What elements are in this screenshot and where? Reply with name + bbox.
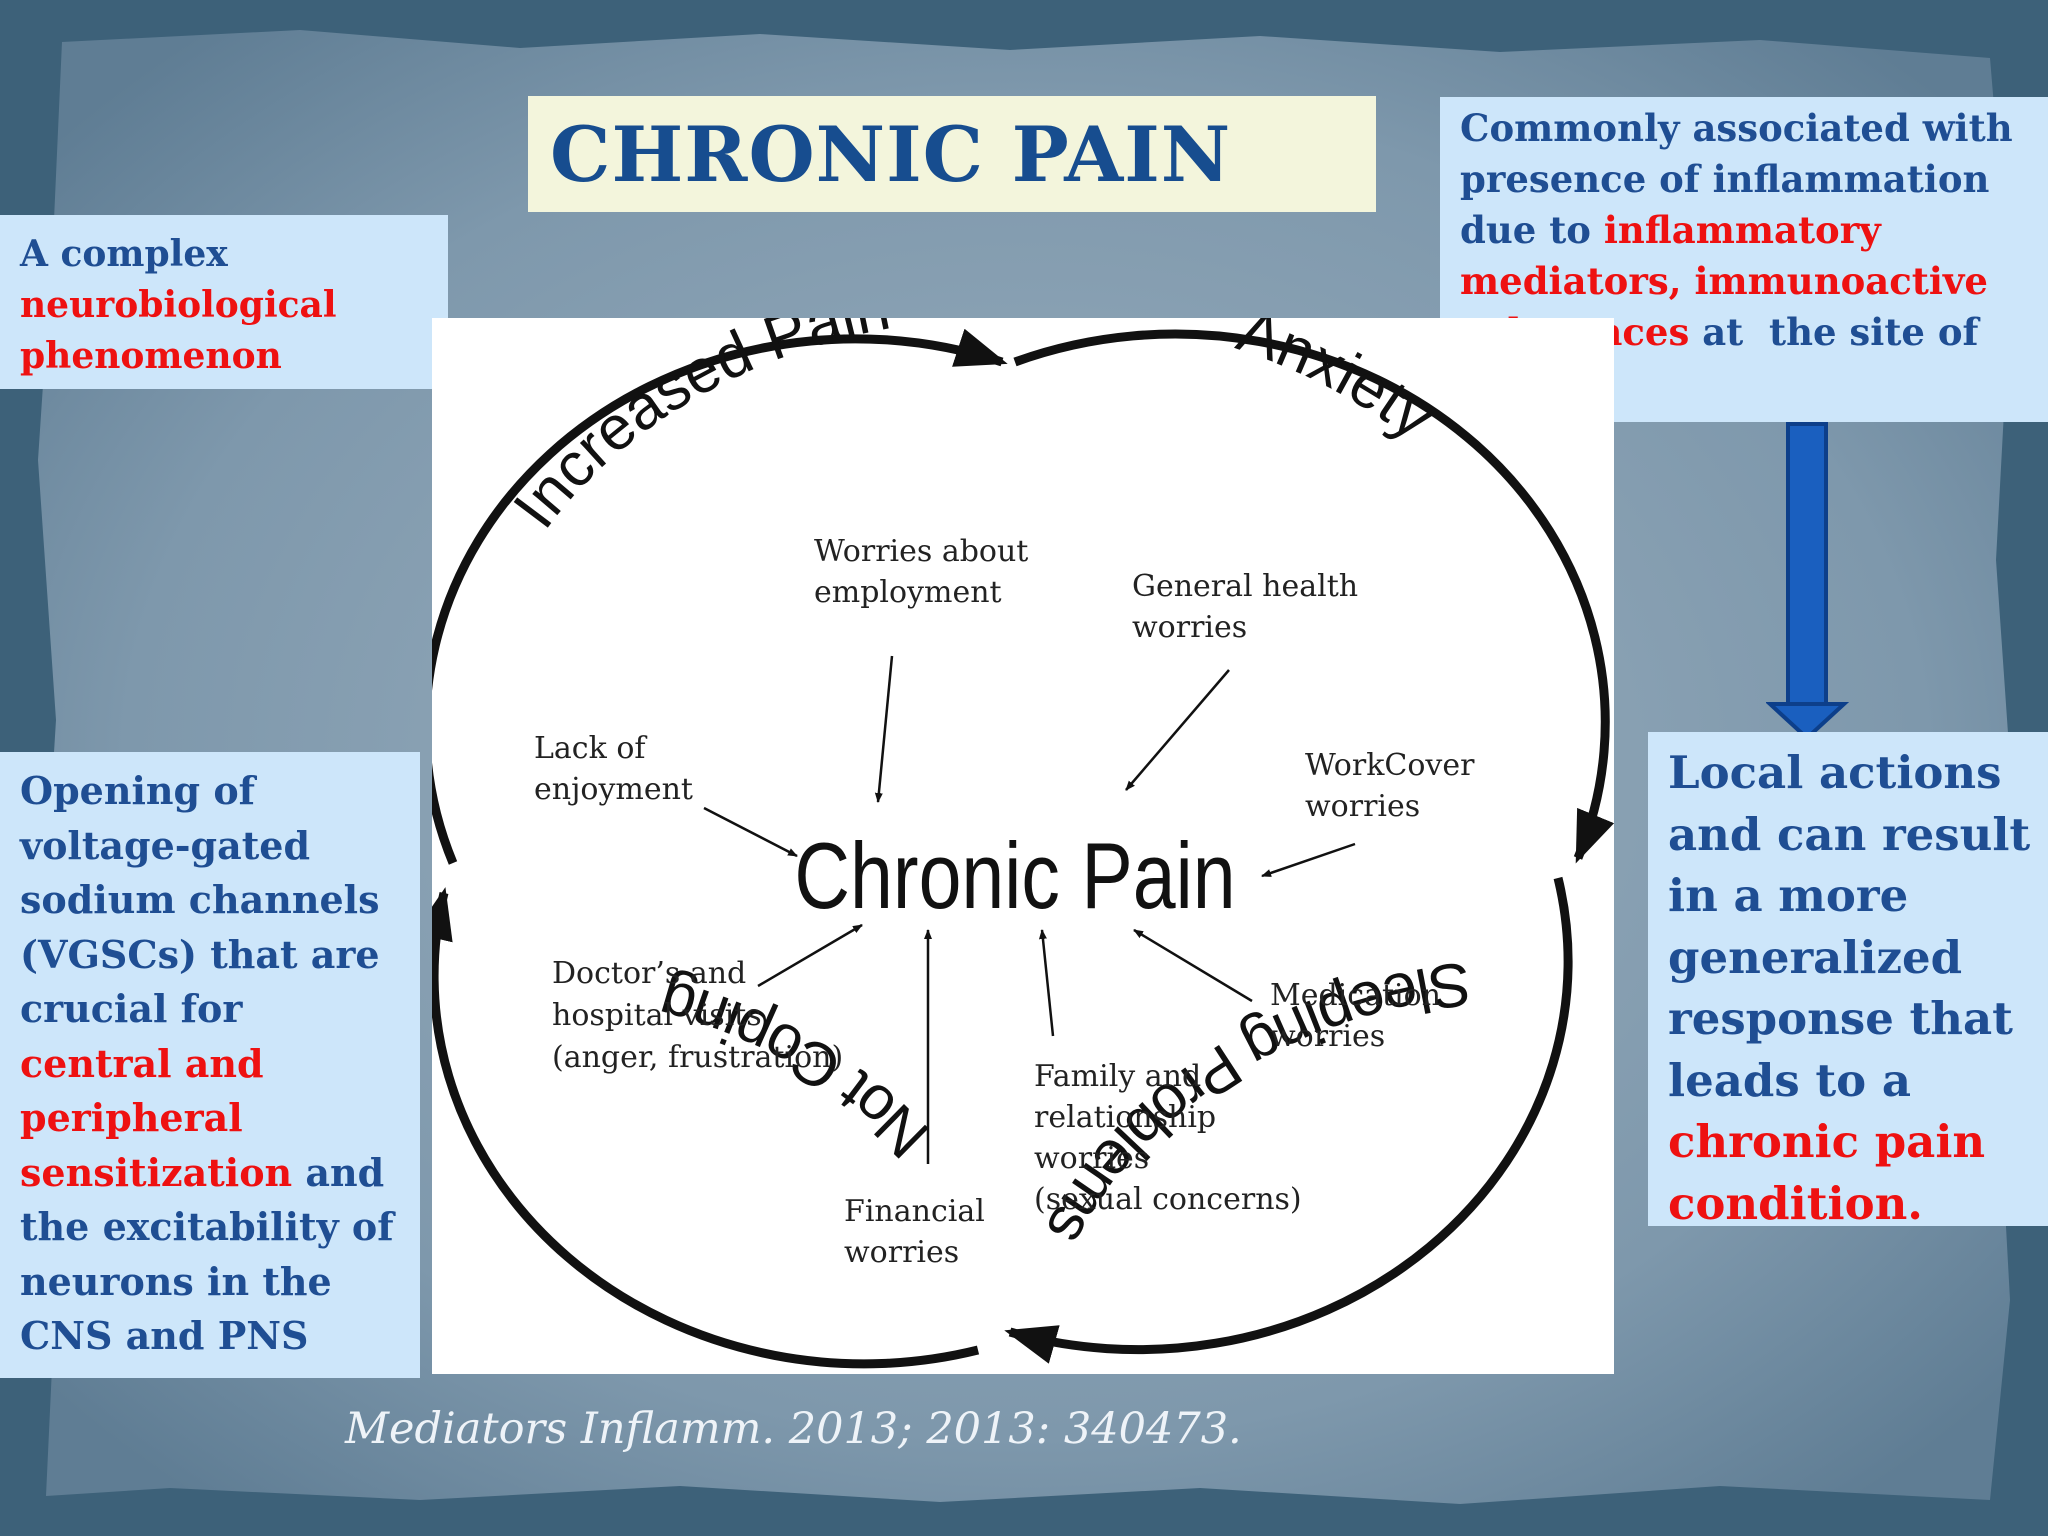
local-actions-box: Local actions and can result in a more g… [1648, 732, 2048, 1230]
vgsc-line-9: the excitability of [20, 1204, 394, 1249]
arrow-medication [1133, 928, 1253, 1003]
vgsc-line-11: CNS and PNS [20, 1313, 309, 1358]
down-arrow-head [1766, 702, 1850, 740]
worry-medication: Medication worries [1270, 978, 1451, 1054]
worry-financial: Financial worries [844, 1194, 994, 1270]
local-line-6: leads to a [1668, 1053, 1911, 1107]
vgsc-line-10: neurons in the [20, 1258, 332, 1304]
vgsc-line-8: sensitization and [20, 1146, 420, 1201]
chronic-pain-cycle-diagram: Increased Pain Anxiety Sleeping Problems… [432, 318, 1614, 1374]
slide-title-text: CHRONIC PAIN [550, 110, 1232, 199]
arrow-employment [874, 655, 894, 803]
worry-employment: Worries about employment [814, 534, 1038, 610]
arrow-doctor-visits [757, 923, 863, 988]
cycle-diagram-svg: Increased Pain Anxiety Sleeping Problems… [432, 318, 1614, 1369]
worry-workcover: WorkCover worries [1305, 748, 1484, 824]
cycle-label-increased-pain: Increased Pain [500, 318, 895, 541]
arrow-general-health [1125, 669, 1230, 791]
inflammation-line-5-plain: at the site of [1689, 310, 1979, 354]
vgsc-line-4: (VGSCs) that are [20, 931, 380, 977]
cycle-arc-anxiety [1013, 329, 1614, 864]
cycle-arc-increased-pain [432, 328, 1008, 865]
worry-general-health: General health worries [1132, 569, 1368, 645]
local-line-1: Local actions [1668, 746, 2002, 799]
definition-line-2: neurobiological [20, 284, 337, 326]
inflammation-line-3-plain: due to [1460, 208, 1604, 252]
inflammation-line-2: presence of inflammation [1460, 157, 1990, 201]
down-arrow-shaft [1786, 422, 1828, 708]
vgsc-line-2: voltage-gated [20, 822, 311, 868]
inflammation-line-4: mediators, immunoactive [1460, 259, 1988, 303]
local-line-2: and can result [1668, 807, 2031, 861]
definition-line-3: phenomenon [20, 335, 282, 377]
arrow-family [1038, 929, 1055, 1037]
vgsc-box: Opening of voltage-gated sodium channels… [0, 752, 420, 1378]
local-line-4: generalized [1668, 930, 1963, 984]
vgsc-line-6: central and [20, 1040, 264, 1086]
definition-line-1: A complex [20, 233, 228, 275]
center-label-chronic-pain: Chronic Pain [794, 824, 1235, 929]
worry-family: Family and relationship worries (sexual … [1034, 1059, 1302, 1217]
cycle-arc-sleeping [1004, 876, 1573, 1364]
local-line-3: in a more [1668, 869, 1909, 922]
local-line-5: response that [1668, 992, 2013, 1045]
arrow-lack-of-enjoyment [703, 806, 798, 858]
vgsc-line-3: sodium channels [20, 877, 380, 922]
inflammation-line-3-red: inflammatory [1603, 208, 1881, 252]
vgsc-line-8-red: sensitization [20, 1149, 293, 1195]
cycle-label-anxiety: Anxiety [1229, 318, 1446, 453]
inflammation-line-3: due to inflammatory [1460, 205, 2048, 256]
local-line-7: chronic pain [1668, 1115, 1986, 1168]
local-line-8: condition. [1668, 1176, 1923, 1230]
worry-lack-of-enjoyment: Lack of enjoyment [534, 731, 693, 807]
vgsc-line-5: crucial for [20, 986, 243, 1031]
vgsc-line-8-plain: and [292, 1149, 385, 1195]
vgsc-line-1: Opening of [20, 768, 256, 813]
arrow-workcover [1261, 842, 1356, 878]
vgsc-line-7: peripheral [20, 1095, 243, 1140]
down-arrow [1766, 422, 1850, 740]
cycle-arc-not-coping [432, 887, 980, 1369]
worry-doctor-visits: Doctor’s and hospital visits (anger, fru… [552, 956, 843, 1075]
inflammation-line-1: Commonly associated with [1460, 106, 2013, 150]
definition-box: A complex neurobiological phenomenon [0, 215, 448, 389]
citation: Mediators Inflamm. 2013; 2013: 340473. [345, 1404, 1242, 1454]
slide-title: CHRONIC PAIN [528, 96, 1376, 212]
